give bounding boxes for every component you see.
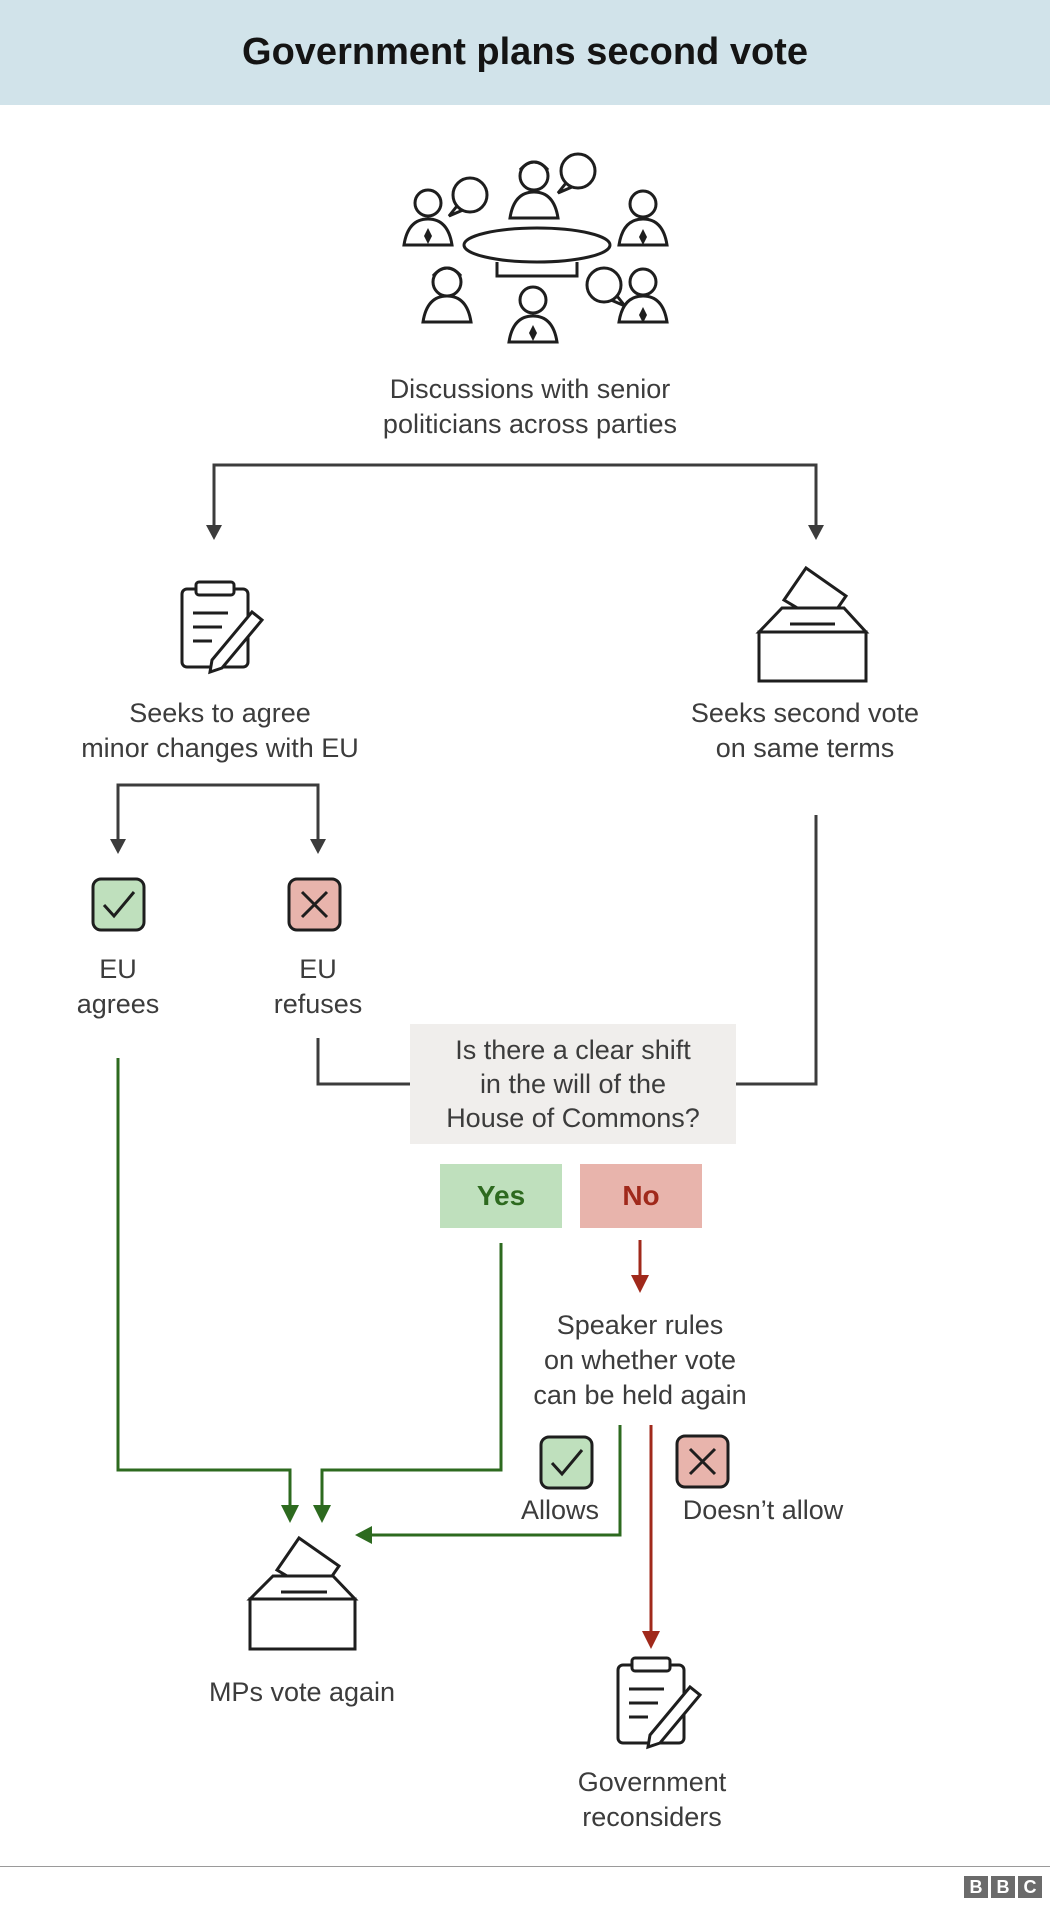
second-vote-label: Seeks second vote on same terms [650, 696, 960, 766]
arrowhead [281, 1505, 299, 1523]
person-top-right [617, 189, 669, 247]
label-line: EU [299, 954, 337, 984]
mps-vote-label: MPs vote again [208, 1677, 396, 1707]
speaker-label: Speaker rules on whether vote can be hel… [500, 1308, 780, 1413]
page-title: Government plans second vote [242, 31, 808, 73]
bbc-logo: B B C [964, 1876, 1042, 1898]
minor-changes-label: Seeks to agree minor changes with EU [40, 696, 400, 766]
label-line: politicians across parties [382, 409, 678, 439]
ballot-box-icon [755, 565, 870, 683]
reconsiders-label: Government reconsiders [542, 1765, 762, 1835]
yes-badge: Yes [440, 1164, 562, 1228]
eu-refuses-label: EU refuses [258, 952, 378, 1022]
label-line: refuses [273, 989, 363, 1019]
arrowhead [642, 1631, 660, 1649]
label-line: EU [99, 954, 137, 984]
speech-bubble-icon [447, 152, 627, 308]
check-icon [91, 877, 146, 932]
label-line: Discussions with senior [389, 374, 671, 404]
header: Government plans second vote [0, 0, 1050, 105]
label-line: Government [577, 1767, 727, 1797]
cross-icon [675, 1434, 730, 1489]
label-line: Seeks to agree [129, 698, 311, 728]
label-line: agrees [76, 989, 160, 1019]
people-meeting-icon [402, 152, 669, 344]
connector-top-split [212, 463, 818, 528]
person-bottom-left [421, 266, 473, 324]
question-box: Is there a clear shift in the will of th… [410, 1024, 736, 1144]
person-top-center [508, 160, 560, 220]
ballot-box-icon [246, 1535, 359, 1651]
clipboard-icon [180, 580, 265, 675]
person-top-left [402, 188, 454, 247]
discussions-label: Discussions with senior politicians acro… [340, 372, 720, 442]
connector-green [116, 1058, 622, 1537]
person-bottom-right [617, 267, 669, 324]
logo-letter: B [964, 1876, 988, 1898]
no-badge: No [580, 1164, 702, 1228]
label-line: Is there a clear shift [455, 1035, 691, 1065]
label-line: reconsiders [582, 1802, 722, 1832]
label-line: in the will of the [479, 1069, 667, 1099]
logo-letter: B [991, 1876, 1015, 1898]
connector-to-question [316, 815, 818, 1086]
label-line: Speaker rules [556, 1310, 724, 1340]
check-icon [539, 1435, 594, 1490]
arrowhead [110, 839, 126, 854]
footer-divider [0, 1866, 1050, 1867]
cross-icon [287, 877, 342, 932]
label-line: can be held again [533, 1380, 747, 1410]
clipboard-icon [616, 1656, 703, 1750]
eu-agrees-label: EU agrees [58, 952, 178, 1022]
doesnt-allow-label: Doesn’t allow [682, 1495, 844, 1525]
arrowhead [355, 1526, 372, 1544]
label-line: on whether vote [543, 1345, 737, 1375]
allows-label: Allows [520, 1495, 600, 1525]
connector-sub-split [116, 783, 320, 841]
arrowhead [310, 839, 326, 854]
logo-letter: C [1018, 1876, 1042, 1898]
label-line: minor changes with EU [81, 733, 359, 763]
arrowhead [206, 525, 222, 540]
label-line: on same terms [715, 733, 895, 763]
label-line: House of Commons? [446, 1103, 700, 1133]
connector-red [638, 1240, 653, 1632]
arrowhead [631, 1275, 649, 1293]
arrowhead [808, 525, 824, 540]
label-line: Seeks second vote [690, 698, 920, 728]
arrowhead [313, 1505, 331, 1523]
person-bottom-center [507, 285, 559, 344]
